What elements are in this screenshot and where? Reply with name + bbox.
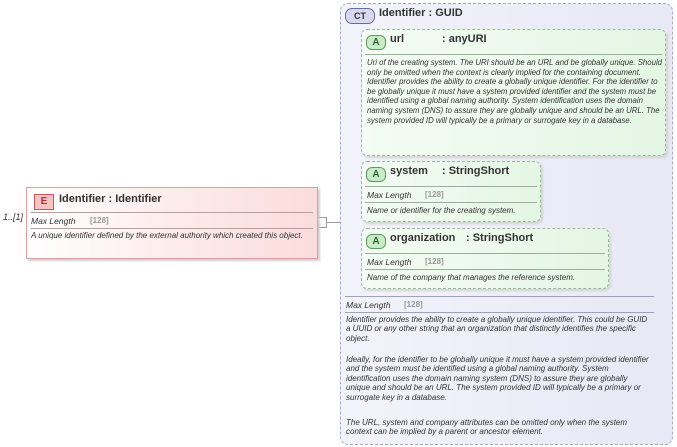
element-badge-icon: E [34, 194, 54, 210]
divider [365, 54, 662, 55]
attribute-type: : StringShort [466, 232, 534, 244]
facet-value: [128] [425, 257, 444, 266]
facet-label: Max Length [367, 257, 412, 267]
identifier-element-box[interactable]: E Identifier : Identifier Max Length [12… [26, 187, 318, 259]
facet-value: [128] [425, 190, 444, 199]
facet-value: [128] [404, 300, 423, 309]
complex-type-badge-icon: CT [345, 8, 375, 24]
attribute-description: Name or identifier for the creating syst… [367, 206, 516, 215]
element-description: A unique identifier defined by the exter… [31, 231, 303, 240]
attribute-system[interactable]: A system : StringShort Max Length [128] … [361, 161, 541, 222]
divider [365, 253, 605, 254]
divider [31, 228, 313, 229]
divider [31, 212, 313, 213]
facet-label: Max Length [31, 216, 76, 226]
attribute-type: : anyURI [442, 33, 487, 45]
attribute-description: Name of the company that manages the ref… [367, 273, 576, 282]
complex-type-box[interactable]: CT Identifier : GUID A url : anyURI Uri … [340, 3, 673, 445]
facet-value: [128] [90, 216, 109, 225]
element-title: Identifier : Identifier [59, 193, 162, 205]
divider [365, 186, 537, 187]
complex-type-description-3: The URL, system and company attributes c… [346, 418, 628, 437]
attribute-type: : StringShort [442, 165, 510, 177]
attribute-badge-icon: A [366, 35, 386, 50]
attribute-name: system [390, 165, 428, 177]
divider [365, 202, 537, 203]
complex-type-title: Identifier : GUID [379, 7, 463, 19]
complex-type-description-2: Ideally, for the identifier to be global… [346, 355, 649, 402]
attribute-organization[interactable]: A organization : StringShort Max Length … [361, 228, 609, 289]
attribute-badge-icon: A [366, 167, 386, 182]
attribute-badge-icon: A [366, 234, 386, 249]
connector-line [316, 222, 350, 223]
divider [365, 269, 605, 270]
divider [345, 312, 654, 313]
divider [345, 296, 654, 297]
facet-label: Max Length [346, 300, 391, 310]
complex-type-description-1: Identifier provides the ability to creat… [346, 315, 648, 343]
attribute-description: Uri of the creating system. The URI shou… [367, 58, 663, 125]
attribute-name: organization [390, 232, 456, 244]
cardinality-label: 1..[1] [3, 212, 24, 222]
facet-label: Max Length [367, 190, 412, 200]
attribute-name: url [390, 33, 405, 45]
attribute-url[interactable]: A url : anyURI Uri of the creating syste… [361, 29, 666, 156]
